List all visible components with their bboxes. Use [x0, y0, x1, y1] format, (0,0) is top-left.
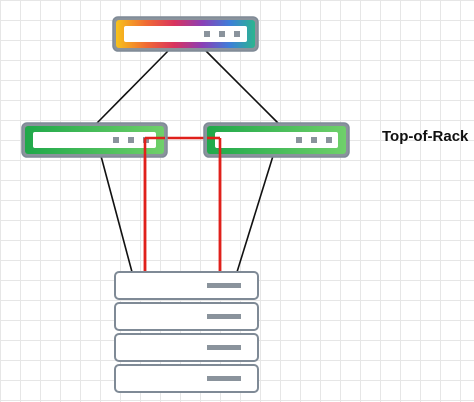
- red-link-left-tor-path: [143, 136, 222, 272]
- indicator-dot: [326, 137, 332, 143]
- server-unit: [114, 364, 259, 393]
- server-indicator: [207, 314, 241, 319]
- indicator-dot: [204, 31, 210, 37]
- tor-switch-right: [203, 122, 350, 158]
- server-stack: [114, 271, 259, 393]
- indicator-dot: [234, 31, 240, 37]
- indicator-dot: [311, 137, 317, 143]
- link-spine-to-tor-left: [96, 50, 169, 124]
- indicator-dot: [128, 137, 134, 143]
- server-unit: [114, 271, 259, 300]
- link-tor-left-to-servers: [100, 155, 133, 273]
- server-unit: [114, 302, 259, 331]
- server-indicator: [207, 376, 241, 381]
- indicator-dot: [296, 137, 302, 143]
- top-of-rack-label: Top-of-Rack: [382, 128, 469, 145]
- indicator-dot: [219, 31, 225, 37]
- link-spine-to-tor-right: [205, 50, 279, 124]
- server-indicator: [207, 345, 241, 350]
- indicator-dot: [113, 137, 119, 143]
- link-tor-right-to-servers: [236, 155, 274, 273]
- spine-switch: [112, 16, 259, 52]
- server-indicator: [207, 283, 241, 288]
- server-unit: [114, 333, 259, 362]
